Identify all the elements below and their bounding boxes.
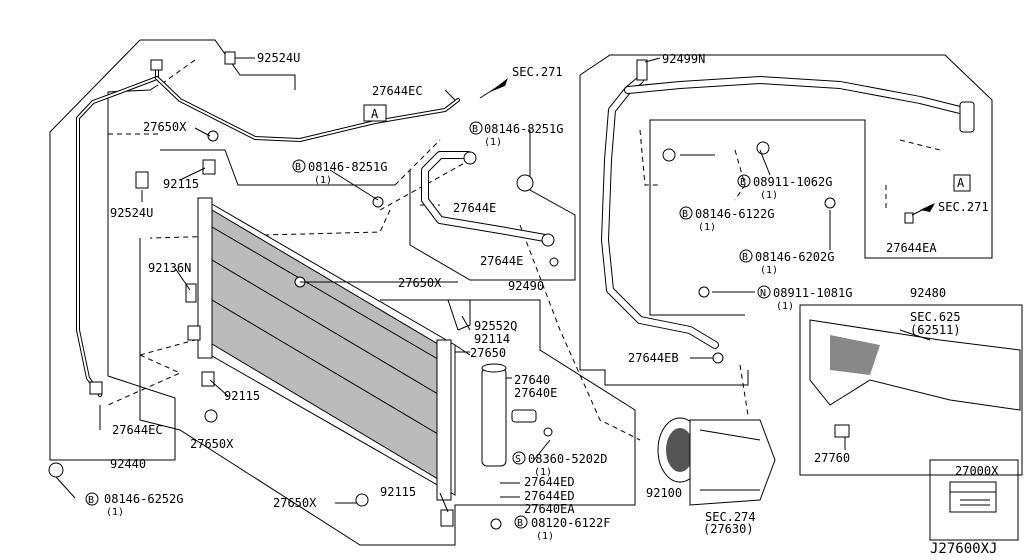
sec625-member — [809, 319, 1021, 438]
label-27644eb: 27644EB — [628, 351, 679, 365]
pipe-92440 — [76, 59, 460, 397]
label-sec625: SEC.625 — [910, 310, 961, 324]
label-92100: 92100 — [646, 486, 682, 500]
label-27644ed-a: 27644ED — [524, 475, 575, 489]
callout-08146-6252g: B 08146-6252G (1) — [85, 492, 183, 518]
label-sec271-right: SEC.271 — [938, 200, 989, 214]
label-27644ea: 27644EA — [886, 241, 937, 255]
label-08146-8251g-a-qty: (1) — [314, 175, 332, 186]
label-08146-8251g-a: 08146-8251G — [308, 160, 387, 174]
part-labels: 92524U 27644EC SEC.271 A 27650X 92115 92… — [85, 51, 999, 557]
hose-92490 — [421, 151, 559, 267]
group-outlines — [49, 39, 1023, 546]
svg-text:N: N — [760, 288, 766, 299]
label-a-left: A — [371, 107, 379, 121]
label-08911-1062g: 08911-1062G — [753, 175, 832, 189]
label-08146-8251g-b-qty: (1) — [484, 137, 502, 148]
label-27644ec-bottom: 27644EC — [112, 423, 163, 437]
label-92136n: 92136N — [148, 261, 191, 275]
label-27650x-b: 27650X — [398, 276, 442, 290]
label-08146-6202g-qty: (1) — [760, 265, 778, 276]
label-08146-6252g-qty: (1) — [106, 507, 124, 518]
leader-lines — [55, 57, 931, 513]
small-parts — [48, 51, 971, 530]
callout-08911-1081g: N 08911-1081G (1) — [757, 285, 852, 312]
label-92552q: 92552Q — [474, 319, 517, 333]
callout-08146-6122g: B 08146-6122G (1) — [679, 206, 774, 233]
label-27000x-sticker — [949, 481, 997, 513]
compressor — [657, 417, 776, 506]
label-08911-1081g-qty: (1) — [776, 301, 794, 312]
label-92480: 92480 — [910, 286, 946, 300]
label-27760: 27760 — [814, 451, 850, 465]
label-92115-a: 92115 — [163, 177, 199, 191]
label-27650x-d: 27650X — [273, 496, 317, 510]
label-92114: 92114 — [474, 332, 510, 346]
label-08360-5202d-qty: (1) — [534, 467, 552, 478]
condenser — [197, 197, 471, 501]
label-27640ea: 27640EA — [524, 502, 575, 516]
label-27000x: 27000X — [955, 464, 999, 478]
label-08146-8251g-b: 08146-8251G — [484, 122, 563, 136]
label-92440: 92440 — [110, 457, 146, 471]
label-08146-6122g: 08146-6122G — [695, 207, 774, 221]
label-08120-6122f-qty: (1) — [536, 531, 554, 542]
label-92524u-top: 92524U — [257, 51, 300, 65]
label-08146-6122g-qty: (1) — [698, 222, 716, 233]
label-27644ed-b: 27644ED — [524, 489, 575, 503]
arrows — [479, 78, 935, 216]
label-sec274: SEC.274 — [705, 510, 756, 524]
label-27650x-c: 27650X — [190, 437, 234, 451]
label-27650: 27650 — [470, 346, 506, 360]
label-08360-5202d: 08360-5202D — [528, 452, 607, 466]
callout-08146-8251g-a: B 08146-8251G (1) — [292, 159, 387, 186]
label-27640: 27640 — [514, 373, 550, 387]
label-08911-1062g-qty: (1) — [760, 190, 778, 201]
callout-08120-6122f: B 08120-6122F (1) — [514, 515, 610, 542]
svg-text:B: B — [517, 518, 523, 529]
svg-text:B: B — [472, 124, 478, 135]
label-08146-6252g: 08146-6252G — [104, 492, 183, 506]
label-08120-6122f: 08120-6122F — [531, 516, 610, 530]
label-92499n: 92499N — [662, 52, 705, 66]
callout-08360-5202d: S 08360-5202D (1) — [512, 451, 607, 478]
svg-text:B: B — [742, 252, 748, 263]
svg-text:B: B — [295, 162, 301, 173]
label-08146-6202g: 08146-6202G — [755, 250, 834, 264]
label-92524u-left: 92524U — [110, 206, 153, 220]
label-92115-c: 92115 — [380, 485, 416, 499]
label-sec271-top: SEC.271 — [512, 65, 563, 79]
receiver-drier — [481, 363, 537, 467]
hose-92480 — [601, 59, 975, 364]
label-a-right: A — [957, 176, 965, 190]
label-27650x-a: 27650X — [143, 120, 187, 134]
label-sec625-sub: (62511) — [910, 323, 961, 337]
svg-text:S: S — [515, 454, 521, 465]
label-92490: 92490 — [508, 279, 544, 293]
diagram-id: J27600XJ — [930, 541, 997, 557]
label-27644e-b: 27644E — [480, 254, 523, 268]
callout-08146-8251g-b: B 08146-8251G (1) — [469, 121, 563, 148]
svg-text:B: B — [740, 177, 746, 188]
svg-text:B: B — [88, 495, 94, 506]
callout-08146-6202g: B 08146-6202G (1) — [739, 249, 834, 276]
label-92115-b: 92115 — [224, 389, 260, 403]
svg-text:B: B — [682, 209, 688, 220]
label-08911-1081g: 08911-1081G — [773, 286, 852, 300]
label-27640e: 27640E — [514, 386, 557, 400]
callout-08911-1062g: B 08911-1062G (1) — [737, 174, 832, 201]
label-27644e-a: 27644E — [453, 201, 496, 215]
label-27644ec-top: 27644EC — [372, 84, 423, 98]
label-sec274-sub: (27630) — [703, 522, 754, 536]
